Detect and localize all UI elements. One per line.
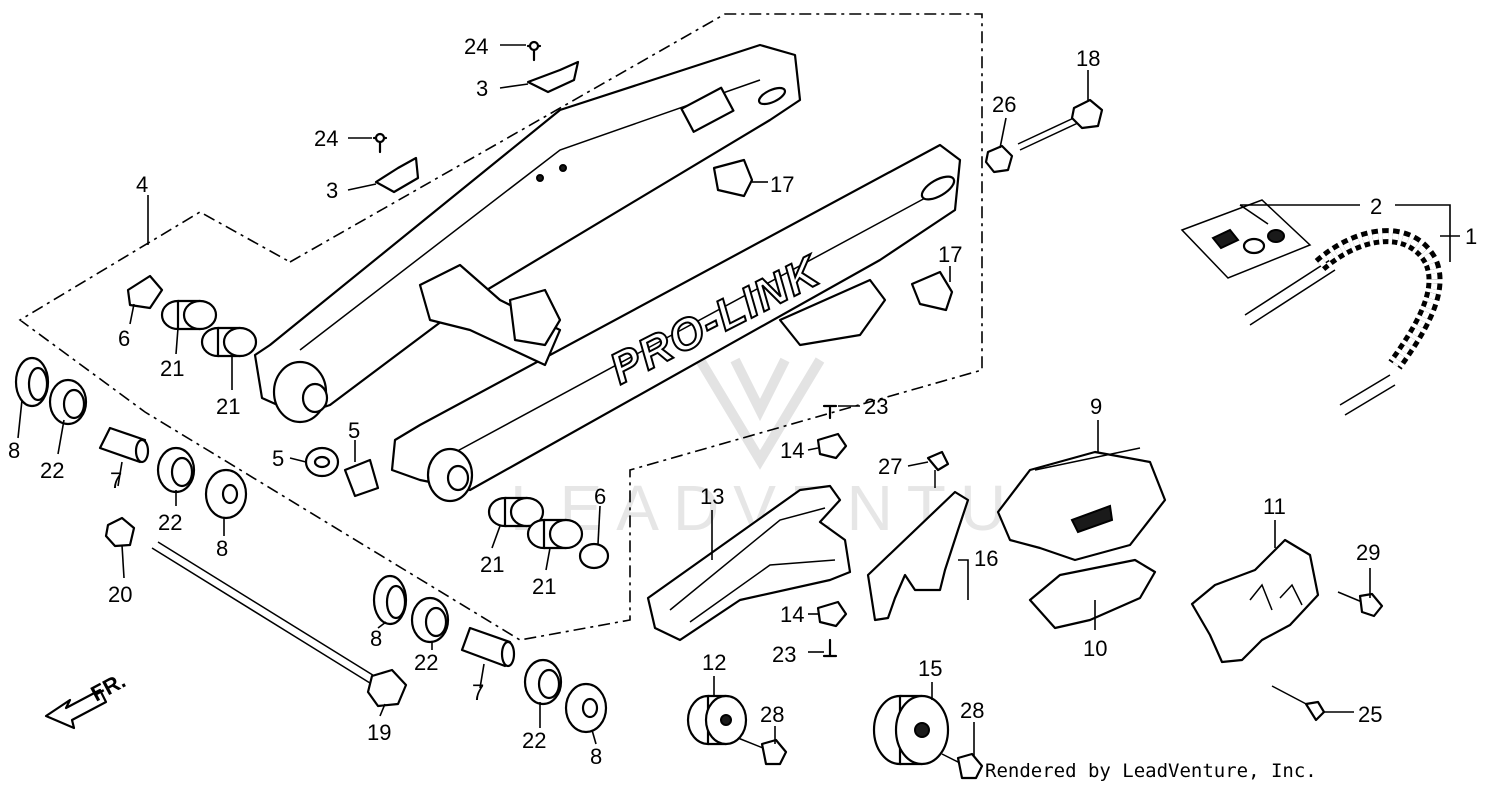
callout-5a: 5 — [272, 446, 284, 471]
callout-24a: 24 — [464, 34, 488, 59]
callout-9: 9 — [1090, 394, 1102, 419]
fasteners — [372, 40, 1384, 780]
callout-25: 25 — [1358, 702, 1382, 727]
watermark-logo — [695, 357, 825, 470]
drive-chain — [1244, 228, 1443, 416]
assembly-boundary — [18, 13, 983, 641]
callout-26: 26 — [992, 92, 1016, 117]
callout-20: 20 — [108, 582, 132, 607]
callout-5b: 5 — [348, 418, 360, 443]
callout-23a: 23 — [864, 394, 888, 419]
callout-8a: 8 — [8, 438, 20, 463]
callout-6b: 6 — [594, 484, 606, 509]
callout-13: 13 — [700, 484, 724, 509]
chain-guide — [996, 447, 1167, 562]
chain-joint-kit — [1180, 199, 1312, 279]
callout-28a: 28 — [760, 702, 784, 727]
callout-19: 19 — [367, 720, 391, 745]
callout-10: 10 — [1083, 636, 1107, 661]
callout-14a: 14 — [780, 438, 804, 463]
callout-14b: 14 — [780, 602, 804, 627]
callout-17b: 17 — [938, 242, 962, 267]
callout-15: 15 — [918, 656, 942, 681]
leader-lines — [17, 44, 1460, 756]
callout-22c: 22 — [414, 650, 438, 675]
callout-17a: 17 — [770, 172, 794, 197]
callout-16: 16 — [974, 546, 998, 571]
front-direction-arrow: FR. — [44, 668, 130, 730]
roller-small — [686, 694, 748, 746]
chain-guard — [1190, 538, 1320, 664]
pivot-parts-right — [372, 496, 610, 734]
callout-22a: 22 — [40, 458, 64, 483]
callout-22d: 22 — [522, 728, 546, 753]
callout-12: 12 — [702, 650, 726, 675]
chain-guide-plate — [866, 490, 970, 622]
callout-8c: 8 — [370, 626, 382, 651]
callout-23b: 23 — [772, 642, 796, 667]
render-credit: Rendered by LeadVenture, Inc. — [985, 760, 1317, 782]
callout-6a: 6 — [118, 326, 130, 351]
chain-guide-slider — [1028, 558, 1157, 630]
callout-4: 4 — [136, 172, 148, 197]
chain-slider — [646, 484, 852, 642]
callout-24b: 24 — [314, 126, 338, 151]
callout-8d: 8 — [590, 744, 602, 769]
callout-8b: 8 — [216, 536, 228, 561]
callout-18: 18 — [1076, 46, 1100, 71]
callout-21c: 21 — [480, 552, 504, 577]
callout-1: 1 — [1465, 224, 1477, 249]
callout-7a: 7 — [110, 468, 122, 493]
callout-7b: 7 — [472, 680, 484, 705]
callout-21d: 21 — [532, 574, 556, 599]
roller-large — [872, 694, 950, 766]
callout-21b: 21 — [216, 394, 240, 419]
callout-28b: 28 — [960, 698, 984, 723]
callout-3a: 3 — [476, 76, 488, 101]
callout-29: 29 — [1356, 540, 1380, 565]
callout-11: 11 — [1263, 494, 1286, 519]
callout-2: 2 — [1370, 194, 1382, 219]
callout-3b: 3 — [326, 178, 338, 203]
swingarm: PRO-LINK — [253, 43, 962, 503]
callout-labels: 1 2 3 3 4 5 5 6 6 7 7 8 8 8 8 9 10 11 12… — [8, 34, 1477, 769]
callout-22b: 22 — [158, 510, 182, 535]
callout-21a: 21 — [160, 356, 184, 381]
callout-27: 27 — [878, 454, 902, 479]
